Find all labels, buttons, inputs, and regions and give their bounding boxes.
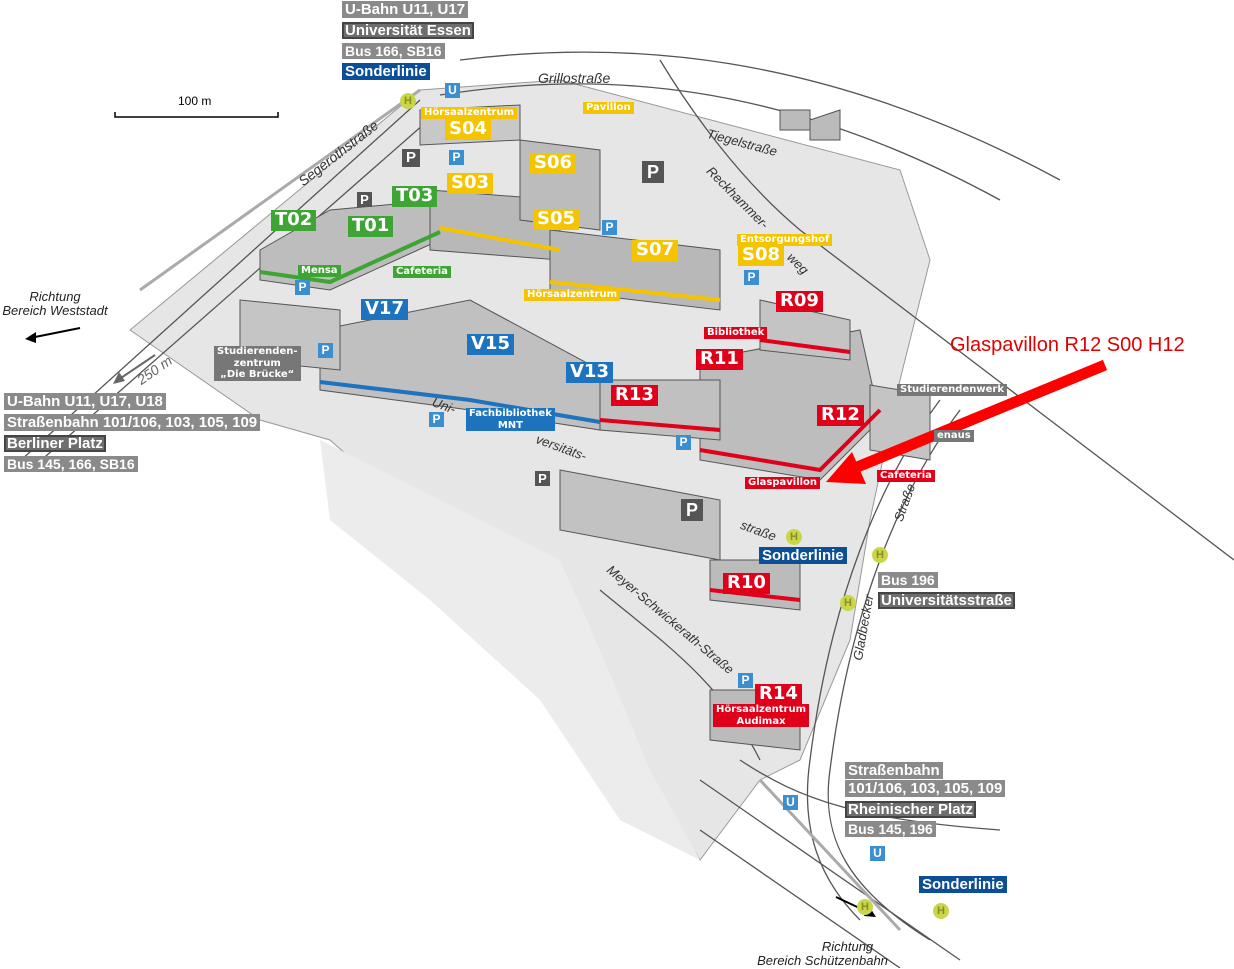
arrow-west-head: [25, 332, 36, 343]
label-audimax: Hörsaalzentrum Audimax: [713, 704, 810, 727]
direction-schuetzenbahn-line1: Richtung: [821, 939, 874, 954]
bus-stop-icon: H: [872, 547, 888, 563]
label-fachbibliothek-mnt: Fachbibliothek MNT: [466, 408, 555, 431]
label-gaestehaus: enaus: [934, 430, 974, 442]
bus-stop-icon: H: [840, 595, 856, 611]
building-S03[interactable]: S03: [447, 172, 494, 194]
label-entsorgungshof: Entsorgungshof: [737, 234, 833, 246]
transit-north-sonderlinie: Sonderlinie: [342, 63, 430, 81]
parking-icon: P: [357, 192, 372, 207]
accessible-parking-icon: P: [744, 270, 759, 285]
scale-label: 100 m: [178, 94, 212, 108]
accessible-parking-icon: P: [676, 435, 691, 450]
label-hoersaalzentrum-s05: Hörsaalzentrum: [524, 289, 621, 301]
label-studierendenwerk: Studierendenwerk: [897, 384, 1007, 396]
accessible-parking-icon: P: [602, 220, 617, 235]
label-die-bruecke-line1: Studierenden-: [217, 346, 298, 357]
building-T01[interactable]: T01: [348, 215, 394, 237]
building-T03[interactable]: T03: [392, 185, 438, 207]
transit-east-sonderlinie: Sonderlinie: [759, 547, 847, 565]
ubahn-icon: U: [445, 83, 460, 98]
ubahn-icon: U: [870, 846, 885, 861]
building-V13[interactable]: V13: [566, 361, 613, 383]
transit-north-lines: U-Bahn U11, U17: [342, 1, 469, 19]
transit-south-tram-lines: 101/106, 103, 105, 109: [845, 780, 1006, 798]
annotation-arrow: [847, 359, 1108, 476]
label-audimax-line1: Hörsaalzentrum: [716, 704, 807, 715]
building-T02[interactable]: T02: [271, 209, 317, 231]
building-R13[interactable]: R13: [611, 384, 658, 406]
label-glaspavillon: Glaspavillon: [745, 477, 821, 489]
transit-west-tram: Straßenbahn 101/106, 103, 105, 109: [4, 414, 261, 432]
transit-east-stop: Universitätsstraße: [878, 592, 1015, 610]
annotation-arrowhead: [826, 452, 866, 484]
parking-icon: P: [681, 499, 703, 521]
direction-weststadt: Richtung Bereich Weststadt: [0, 289, 110, 319]
direction-weststadt-line2: Bereich Weststadt: [2, 303, 108, 319]
buildings: [239, 104, 931, 751]
accessible-parking-icon: P: [449, 150, 464, 165]
transit-south-bus: Bus 145, 196: [845, 821, 936, 838]
street-grillostrasse: Grillostraße: [538, 70, 611, 86]
accessible-parking-icon: P: [295, 280, 310, 295]
direction-schuetzenbahn-line2: Bereich Schützenbahn: [757, 953, 888, 969]
transit-east-bus: Bus 196: [878, 572, 938, 589]
building-S04[interactable]: S04: [445, 118, 492, 140]
label-hoersaalzentrum-s04: Hörsaalzentrum: [421, 107, 518, 119]
transit-south-stop: Rheinischer Platz: [845, 801, 977, 819]
arrow-250m-head: [113, 372, 125, 384]
building-S08[interactable]: S08: [738, 244, 785, 266]
parking-icon: P: [402, 149, 420, 167]
label-cafeteria-t: Cafeteria: [393, 266, 451, 278]
transit-west-bus: Bus 145, 166, SB16: [4, 456, 138, 473]
arrow-250m: [117, 354, 156, 381]
accessible-parking-icon: P: [318, 343, 333, 358]
lower-ground: [320, 440, 740, 880]
label-die-bruecke-line2: zentrum: [233, 357, 281, 369]
transit-west-lines: U-Bahn U11, U17, U18: [4, 393, 166, 411]
accessible-parking-icon: P: [738, 673, 753, 688]
ubahn-icon: U: [783, 795, 798, 810]
building-R10[interactable]: R10: [723, 572, 770, 594]
building-V17[interactable]: V17: [361, 298, 408, 320]
label-cafeteria-r: Cafeteria: [877, 470, 935, 482]
accessible-parking-icon: P: [429, 412, 444, 427]
label-fachbibliothek-line2: MNT: [497, 419, 523, 431]
transit-south-tram: Straßenbahn: [845, 762, 943, 780]
label-fachbibliothek-line1: Fachbibliothek: [469, 408, 552, 419]
bus-stop-icon: H: [933, 903, 949, 919]
building-R09[interactable]: R09: [776, 290, 823, 312]
building-V15[interactable]: V15: [467, 333, 514, 355]
label-mensa: Mensa: [298, 265, 341, 277]
bus-stop-icon: H: [857, 899, 873, 915]
building-R11[interactable]: R11: [696, 348, 743, 370]
bus-stop-icon: H: [786, 529, 802, 545]
building-S05[interactable]: S05: [533, 208, 580, 230]
parking-icon: P: [642, 161, 664, 183]
label-die-bruecke: Studierenden- zentrum „Die Brücke“: [214, 346, 301, 381]
label-audimax-line2: Audimax: [736, 715, 786, 727]
annotation-label: Glaspavillon R12 S00 H12: [950, 334, 1185, 356]
building-stripes: [259, 226, 882, 602]
label-bibliothek: Bibliothek: [704, 327, 768, 339]
arrow-west: [29, 327, 81, 339]
direction-weststadt-line1: Richtung: [29, 289, 81, 304]
building-R14[interactable]: R14: [755, 683, 802, 705]
scale-bar: [114, 112, 279, 118]
label-pavillon: Pavillon: [583, 102, 634, 114]
transit-north-stop: Universität Essen: [342, 22, 474, 40]
label-die-bruecke-line3: „Die Brücke“: [220, 369, 295, 380]
building-S06[interactable]: S06: [530, 152, 577, 174]
direction-schuetzenbahn: Richtung Bereich Schützenbahn: [745, 939, 900, 969]
bus-stop-icon: H: [400, 93, 416, 109]
building-R12[interactable]: R12: [817, 404, 864, 426]
transit-west-stop: Berliner Platz: [4, 435, 106, 453]
transit-north-bus: Bus 166, SB16: [342, 43, 445, 60]
transit-south-sonderlinie: Sonderlinie: [919, 876, 1007, 894]
parking-icon: P: [535, 471, 550, 486]
building-S07[interactable]: S07: [632, 239, 679, 261]
